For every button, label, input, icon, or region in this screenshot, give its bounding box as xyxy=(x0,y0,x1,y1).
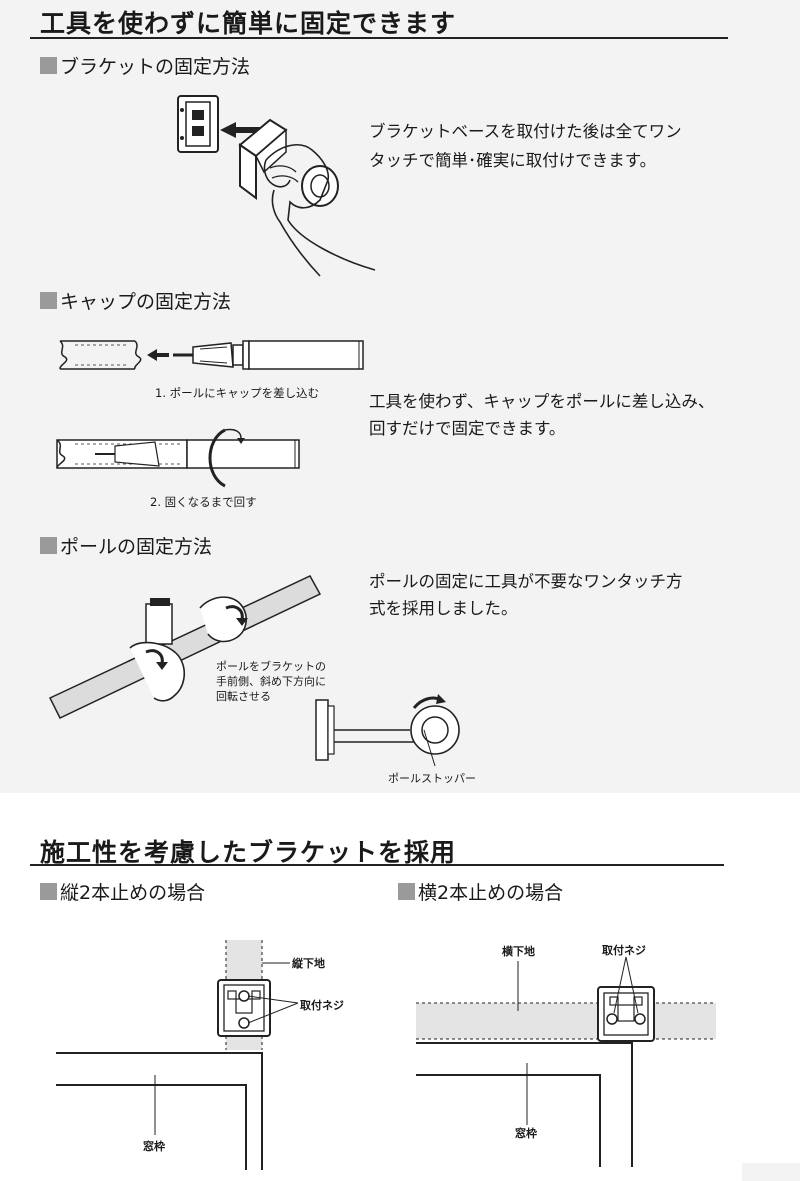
pole-desc-line1: ポールの固定に工具が不要なワンタッチ方 xyxy=(369,572,683,591)
pole-stopper-label: ポールストッパー xyxy=(388,772,476,785)
vertical-stud-label: 縦下地 xyxy=(292,957,325,970)
pole-note-line2: 手前側、斜め下方向に xyxy=(216,675,326,688)
heading-square-icon xyxy=(40,57,57,74)
cap-rotate-illustration xyxy=(56,428,300,488)
cap-desc-line1: 工具を使わず、キャップをポールに差し込み、 xyxy=(369,392,715,411)
heading-square-icon xyxy=(40,883,57,900)
pole-note-line3: 回転させる xyxy=(216,690,271,703)
pole-rotate-illustration xyxy=(48,575,322,719)
heading-square-icon xyxy=(398,883,415,900)
bracket-desc-line1: ブラケットベースを取付けた後は全てワン xyxy=(369,122,682,141)
section2-title: 施工性を考慮したブラケットを採用 xyxy=(40,838,457,867)
vertical-frame-label: 窓枠 xyxy=(143,1140,165,1153)
heading-square-icon xyxy=(40,537,57,554)
section1-rule xyxy=(30,37,728,39)
horizontal-mount-heading: 横2本止めの場合 xyxy=(398,878,563,905)
bracket-method-heading: ブラケットの固定方法 xyxy=(40,52,250,79)
horizontal-mount-diagram xyxy=(416,956,716,1167)
vertical-mount-diagram xyxy=(56,940,299,1170)
lower-panel-background xyxy=(0,793,800,1181)
vertical-screw-label: 取付ネジ xyxy=(300,999,344,1012)
pole-note-line1: ポールをブラケットの xyxy=(216,660,326,673)
bracket-desc-line2: タッチで簡単･確実に取付けできます。 xyxy=(369,151,657,170)
horizontal-stud-label: 横下地 xyxy=(502,945,535,958)
cap-step2-caption: 2. 固くなるまで回す xyxy=(150,495,257,509)
cap-step1-caption: 1. ポールにキャップを差し込む xyxy=(155,386,320,400)
section2-rule xyxy=(30,864,724,866)
bracket-attach-illustration xyxy=(177,95,376,277)
vertical-mount-heading: 縦2本止めの場合 xyxy=(40,878,205,905)
cap-insert-illustration xyxy=(59,340,364,370)
section1-title: 工具を使わずに簡単に固定できます xyxy=(40,9,457,38)
pole-stopper-illustration xyxy=(315,694,460,767)
cap-desc-line2: 回すだけで固定できます。 xyxy=(369,419,566,438)
cap-method-heading: キャップの固定方法 xyxy=(40,287,231,314)
horizontal-screw-label: 取付ネジ xyxy=(602,944,646,957)
heading-square-icon xyxy=(40,292,57,309)
lower-corner-background xyxy=(742,1163,800,1181)
horizontal-frame-label: 窓枠 xyxy=(515,1127,537,1140)
pole-desc-line2: 式を採用しました。 xyxy=(369,599,518,618)
pole-method-heading: ポールの固定方法 xyxy=(40,532,212,559)
